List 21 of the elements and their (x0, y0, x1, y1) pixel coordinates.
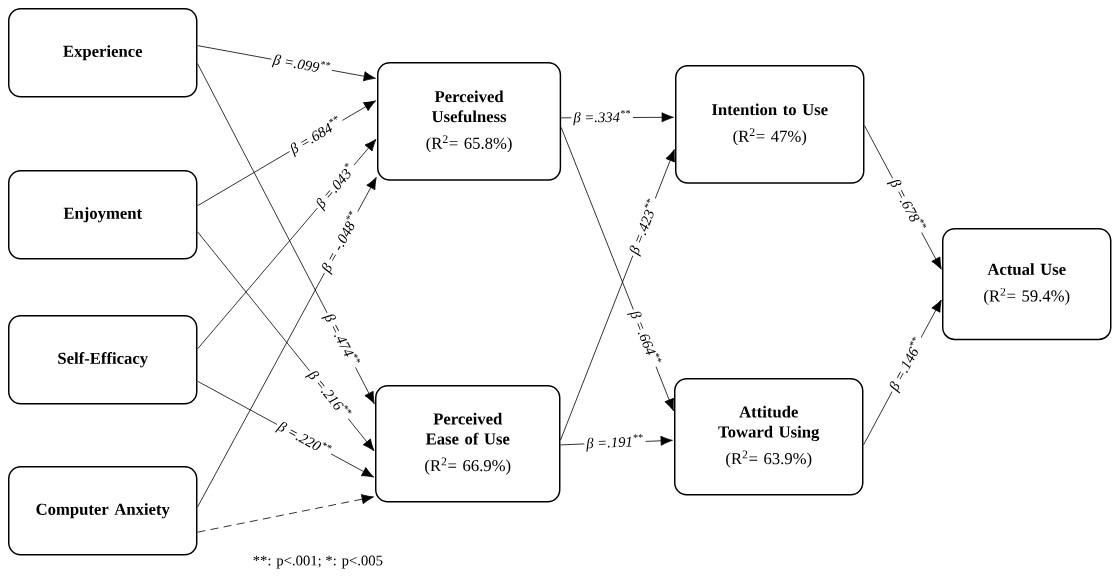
footnote: **: p<.001; *: p<.005 (253, 555, 383, 569)
construct-box: Enjoyment (8, 170, 198, 260)
edge-label: β =.678$^{**}$ (884, 173, 931, 237)
edge-label: β =.099$^{**}$ (269, 49, 334, 80)
edge-label: β =.423$^{**}$ (623, 194, 665, 260)
edge-label: β =.684$^{**}$ (284, 112, 348, 160)
edge-label: β =.146$^{**}$ (883, 332, 930, 397)
construct-box: Experience (8, 8, 198, 98)
construct-box: Computer Anxiety (8, 466, 198, 556)
edge-label: β =.334$^{**}$ (571, 107, 633, 128)
construct-box: Perceived Ease of Use (R$^{2}$= 66.9%) (375, 385, 561, 503)
construct-box: Self-Efficacy (8, 315, 198, 405)
construct-box: Perceived Usefulness (R$^{2}$= 65.8%) (377, 62, 562, 181)
edge-label: β =.220$^{**}$ (272, 416, 336, 463)
edge-label: β =.191$^{**}$ (583, 431, 647, 454)
construct-box: Attitude Toward Using (R$^{2}$= 63.9%) (674, 378, 864, 496)
construct-box: Actual Use (R$^{2}$= 59.4%) (942, 228, 1112, 341)
edge-label: β =.474$^{**}$ (318, 308, 364, 372)
edge-label: β =.664$^{**}$ (624, 305, 665, 371)
construct-box: Intention to Use (R$^{2}$= 47%) (675, 65, 865, 184)
arrow (197, 494, 374, 533)
